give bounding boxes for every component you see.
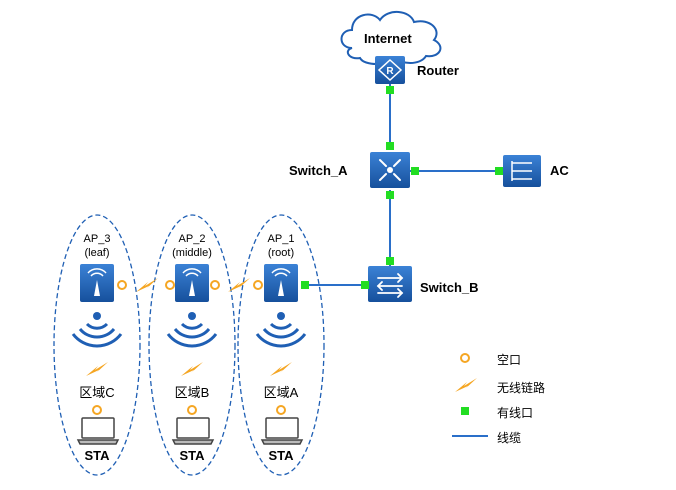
switch-b-icon bbox=[368, 266, 412, 302]
ap3-name-label: AP_3 bbox=[83, 233, 111, 245]
legend-air-interface-icon bbox=[460, 353, 470, 363]
wired-ports bbox=[301, 86, 503, 289]
ap1-name-label: AP_1 bbox=[267, 233, 295, 245]
zone-a-label: 区域A bbox=[263, 385, 299, 400]
ap-signal-waves bbox=[71, 312, 307, 348]
internet-label: Internet bbox=[364, 31, 412, 46]
legend-wired-port-icon bbox=[461, 407, 469, 415]
switch-a-label: Switch_A bbox=[289, 163, 348, 178]
legend-cable-label: 线缆 bbox=[497, 431, 522, 445]
svg-text:R: R bbox=[386, 66, 394, 77]
ac-label: AC bbox=[550, 163, 569, 178]
ap3-icon bbox=[80, 264, 114, 302]
wireless-link-icons bbox=[136, 278, 250, 292]
ap2-name-label: AP_2 bbox=[178, 233, 206, 245]
zone-lightning-icons bbox=[86, 362, 292, 376]
ac-icon bbox=[503, 155, 541, 187]
zone-c-label: 区域C bbox=[79, 385, 115, 400]
sta-b-label: STA bbox=[179, 448, 205, 463]
legend-wireless-link-icon bbox=[455, 378, 477, 392]
legend-symbols bbox=[452, 353, 488, 437]
ap2-icon bbox=[175, 264, 209, 302]
sta-c-label: STA bbox=[84, 448, 110, 463]
switch-a-icon bbox=[370, 152, 410, 188]
zone-b-label: 区域B bbox=[174, 385, 210, 400]
router-icon: R bbox=[375, 56, 405, 84]
internet-cloud-icon bbox=[340, 11, 442, 65]
ap2-role-label: (middle) bbox=[172, 247, 212, 259]
zone-ellipses bbox=[53, 214, 325, 476]
sta-a-label: STA bbox=[268, 448, 294, 463]
legend-wireless-link-label: 无线链路 bbox=[497, 381, 546, 395]
ap1-role-label: (root) bbox=[267, 247, 295, 259]
legend-wired-port-label: 有线口 bbox=[497, 406, 534, 420]
ap3-role-label: (leaf) bbox=[84, 247, 110, 259]
ap1-icon bbox=[264, 264, 298, 302]
air-interfaces bbox=[92, 280, 286, 415]
switch-b-label: Switch_B bbox=[420, 280, 479, 295]
sta-laptop-icons bbox=[76, 417, 304, 445]
legend-air-interface-label: 空口 bbox=[497, 353, 522, 367]
router-label: Router bbox=[417, 63, 459, 78]
